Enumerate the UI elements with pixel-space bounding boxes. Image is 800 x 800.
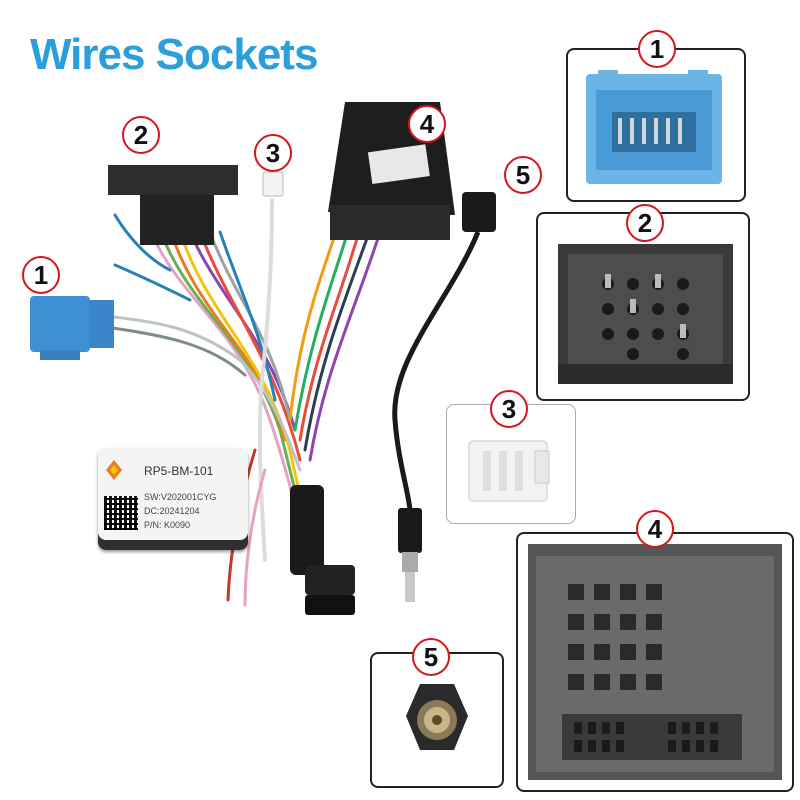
badge-connector-3-harness: 3 (254, 134, 292, 172)
detail-panel-connector-2 (536, 212, 750, 401)
module-pn-label: P/N: K0090 (144, 520, 191, 530)
badge-connector-2-detail: 2 (626, 204, 664, 242)
badge-connector-4-detail: 4 (636, 510, 674, 548)
black-iso-socket-image (558, 244, 733, 384)
detail-panel-connector-1 (566, 48, 746, 202)
badge-connector-5-harness: 5 (504, 156, 542, 194)
page-title: Wires Sockets (30, 30, 318, 79)
badge-connector-1-harness: 1 (22, 256, 60, 294)
detail-panel-connector-4 (516, 532, 794, 792)
canbus-decoder-module: RP5-BM-101 SW:V202001CYG DC:20241204 P/N… (98, 448, 248, 550)
module-sw-label: SW:V202001CYG (144, 492, 217, 502)
module-model-label: RP5-BM-101 (144, 464, 214, 478)
white-connector-image (468, 440, 550, 502)
badge-connector-2-harness: 2 (122, 116, 160, 154)
badge-connector-3-detail: 3 (490, 390, 528, 428)
badge-connector-1-detail: 1 (638, 30, 676, 68)
blue-socket-image (586, 70, 722, 184)
black-quadlock-socket-image (528, 544, 782, 780)
qr-code-icon (104, 496, 138, 530)
antenna-plug-image (406, 684, 468, 750)
module-dc-label: DC:20241204 (144, 506, 200, 516)
badge-connector-5-detail: 5 (412, 638, 450, 676)
brand-logo-icon (106, 460, 122, 480)
badge-connector-4-harness: 4 (408, 105, 446, 143)
